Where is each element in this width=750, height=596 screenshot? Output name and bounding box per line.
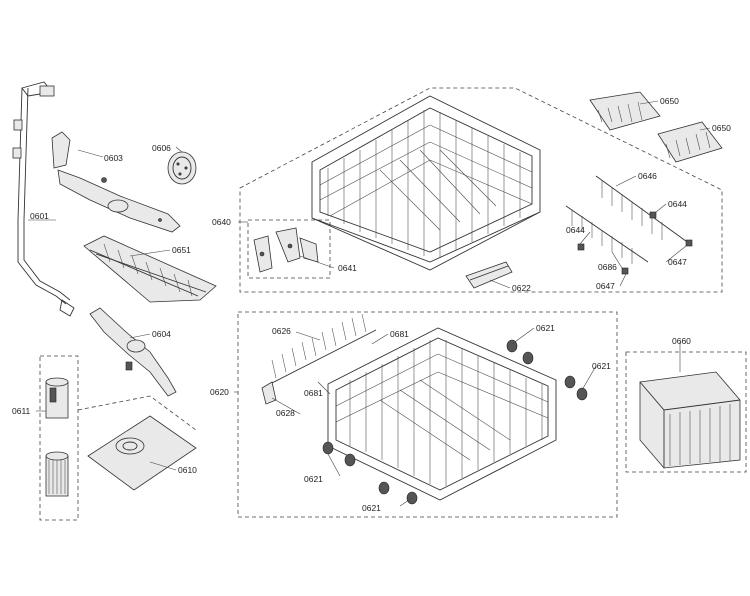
label-0621-a: 0621 xyxy=(536,323,555,333)
tine-rack-part xyxy=(595,175,691,245)
label-0620: 0620 xyxy=(210,387,229,397)
tine-row-upper-part xyxy=(589,91,661,131)
tine-row-lower-part xyxy=(657,121,723,163)
leader-lines xyxy=(28,100,711,507)
filter-group-outline xyxy=(39,355,79,521)
label-0606: 0606 xyxy=(152,143,171,153)
lower-rack-part xyxy=(327,327,557,501)
label-0651: 0651 xyxy=(172,245,191,255)
filter-assembly-part xyxy=(45,377,69,497)
label-0647-a: 0647 xyxy=(668,257,687,267)
label-0640: 0640 xyxy=(212,217,231,227)
part-labels: 0601 0603 0606 0651 0604 0611 0610 0640 … xyxy=(12,96,731,513)
tray-insert-part xyxy=(83,235,217,303)
label-0646: 0646 xyxy=(638,171,657,181)
label-0628: 0628 xyxy=(276,408,295,418)
label-0641: 0641 xyxy=(338,263,357,273)
label-0611: 0611 xyxy=(12,406,31,416)
supply-tube-part xyxy=(12,81,75,317)
label-0647-b: 0647 xyxy=(596,281,615,291)
label-0644-b: 0644 xyxy=(566,225,585,235)
bracket-set-part xyxy=(253,227,319,273)
label-0604: 0604 xyxy=(152,329,171,339)
label-0621-b: 0621 xyxy=(592,361,611,371)
upper-spray-arm-part xyxy=(51,131,181,233)
lower-rack-group-outline xyxy=(237,311,618,518)
label-0610: 0610 xyxy=(178,465,197,475)
label-0681-b: 0681 xyxy=(304,388,323,398)
handle-part xyxy=(465,261,513,289)
label-0601: 0601 xyxy=(30,211,49,221)
lower-spray-arm-part xyxy=(89,307,177,397)
label-0622: 0622 xyxy=(512,283,531,293)
label-0621-c: 0621 xyxy=(304,474,323,484)
label-0644-a: 0644 xyxy=(668,199,687,209)
tine-rack-lower-part xyxy=(565,205,649,264)
clip-parts xyxy=(577,211,693,275)
label-0686: 0686 xyxy=(598,262,617,272)
label-0626: 0626 xyxy=(272,326,291,336)
upper-rack-part xyxy=(311,95,541,271)
filter-plate-part xyxy=(87,415,197,491)
label-0660: 0660 xyxy=(672,336,691,346)
cutlery-basket-outline xyxy=(625,351,747,473)
wheel-parts xyxy=(322,339,588,505)
upper-rack-group-outline xyxy=(239,87,723,293)
label-0681-a: 0681 xyxy=(390,329,409,339)
round-cap-part xyxy=(167,151,197,185)
cutlery-basket-part xyxy=(639,371,741,469)
label-0603: 0603 xyxy=(104,153,123,163)
label-0621-d: 0621 xyxy=(362,503,381,513)
label-0650-b: 0650 xyxy=(712,123,731,133)
filter-plate-guide xyxy=(77,395,197,431)
label-0650-a: 0650 xyxy=(660,96,679,106)
